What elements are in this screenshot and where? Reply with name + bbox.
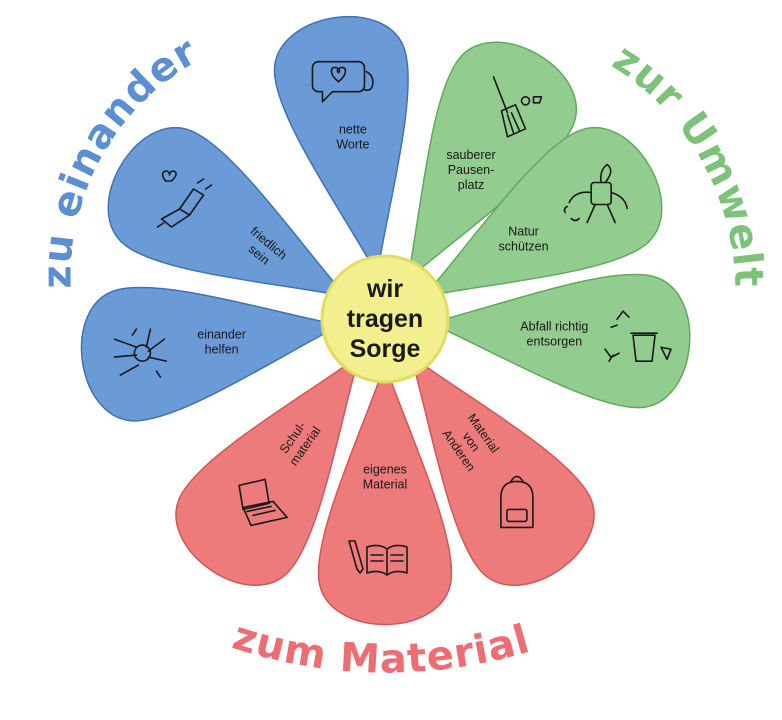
plant-care-icon — [563, 163, 628, 224]
backpack-icon — [500, 475, 534, 529]
petal-shape — [175, 353, 361, 586]
petal-label-line: entsorgen — [527, 334, 583, 348]
center-line-2: tragen — [347, 305, 423, 333]
petal-label-line: schützen — [499, 240, 549, 254]
petal-friedlich-sein: friedlichsein — [107, 127, 349, 298]
petal-label-line: einander — [197, 327, 246, 341]
petal-label-line: platz — [458, 178, 484, 192]
speech-bubble-heart-icon — [311, 60, 374, 103]
center-line-3: Sorge — [350, 335, 421, 363]
hands-together-icon — [113, 328, 168, 378]
center-line-1: wir — [366, 275, 403, 303]
petal-shape — [409, 353, 595, 586]
petal-label-line: nette — [339, 122, 367, 136]
petal-label-line: Worte — [336, 137, 369, 151]
petal-schulmaterial: Schul-material — [175, 353, 361, 586]
petal-label-line: Abfall richtig — [520, 319, 588, 333]
handshake-icon — [156, 170, 213, 228]
petal-label-line: Pausen- — [448, 163, 495, 177]
petal-label-line: eigenes — [363, 463, 407, 477]
petal-label-line: helfen — [205, 342, 239, 356]
center-disc: wir tragen Sorge — [320, 254, 450, 384]
laptop-icon — [238, 478, 288, 527]
petal-label-line: sauberer — [446, 148, 495, 162]
recycling-bin-icon — [604, 310, 672, 363]
petal-label-line: Natur — [508, 225, 539, 239]
petal-material-von-anderen: MaterialvonAnderen — [409, 353, 595, 586]
book-pen-icon — [348, 540, 408, 576]
petal-shape — [273, 16, 409, 277]
petal-shape — [317, 361, 453, 626]
petal-shape — [80, 286, 343, 422]
petal-shape — [427, 273, 691, 409]
petal-label-line: Material — [363, 478, 407, 492]
broom-icon — [492, 76, 543, 138]
petal-shape — [107, 127, 349, 298]
